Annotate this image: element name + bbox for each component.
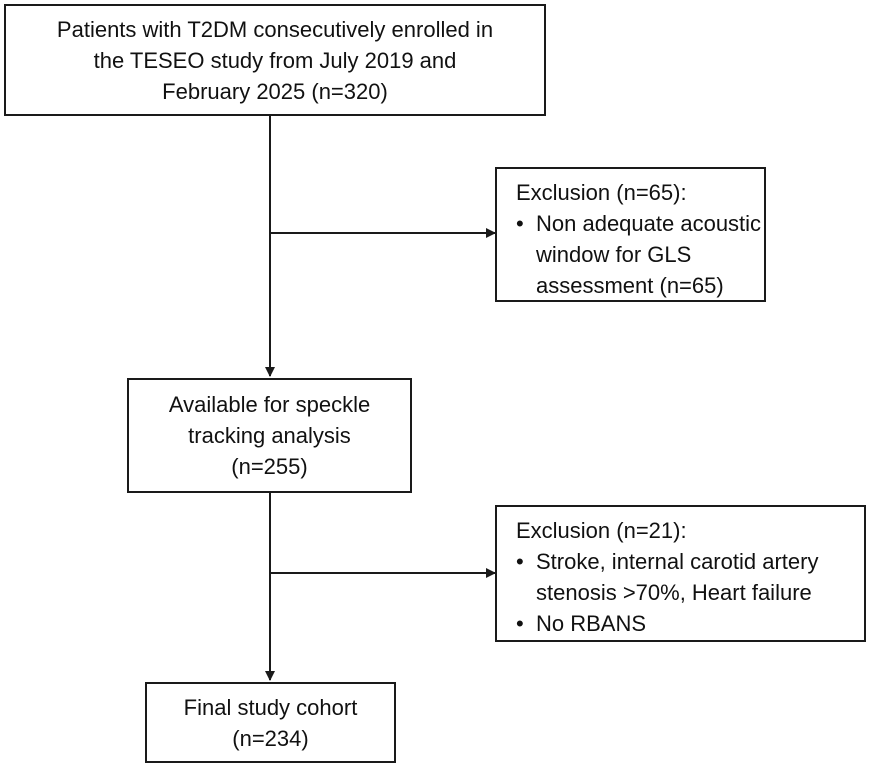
exclusion-2-item-1-line-2: stenosis >70%, Heart failure xyxy=(536,580,812,605)
bullet-icon: • xyxy=(516,611,524,636)
final-line-2: (n=234) xyxy=(232,725,309,751)
exclusion-2-title: Exclusion (n=21): xyxy=(516,518,687,543)
exclusion-1-item-1-line-3: assessment (n=65) xyxy=(536,273,724,298)
exclusion-1-item-1-text-1: Non adequate acoustic xyxy=(536,211,762,236)
available-line-3: (n=255) xyxy=(231,454,308,479)
exclusion-2-item-1-line-1: • Stroke, internal carotid artery xyxy=(516,546,864,577)
enrolled-line-2: the TESEO study from July 2019 and xyxy=(93,47,457,73)
exclusion-2-item-2-line-1: • No RBANS xyxy=(516,608,864,639)
exclusion-2-item-1-text-1: Stroke, internal carotid artery xyxy=(536,549,819,574)
available-line-2: tracking analysis xyxy=(188,423,351,448)
enrolled-line-3: February 2025 (n=320) xyxy=(162,78,388,104)
enrolled-line-1: Patients with T2DM consecutively enrolle… xyxy=(56,16,494,42)
box-enrolled: Patients with T2DM consecutively enrolle… xyxy=(4,4,546,116)
exclusion-2-item-2-text-1: No RBANS xyxy=(536,611,647,636)
box-exclusion-2: Exclusion (n=21): • Stroke, internal caro… xyxy=(495,505,866,642)
exclusion-1-item-1-line-1: • Non adequate acoustic xyxy=(516,208,764,239)
box-available: Available for speckle tracking analysis … xyxy=(127,378,412,493)
available-line-1: Available for speckle xyxy=(168,392,371,417)
exclusion-1-title: Exclusion (n=65): xyxy=(516,180,687,205)
box-exclusion-1: Exclusion (n=65): • Non adequate acoustic… xyxy=(495,167,766,302)
bullet-icon: • xyxy=(516,211,524,236)
box-final: Final study cohort (n=234) xyxy=(145,682,396,763)
final-line-1: Final study cohort xyxy=(183,694,358,720)
bullet-icon: • xyxy=(516,549,524,574)
exclusion-1-item-1-line-2: window for GLS xyxy=(536,242,692,267)
